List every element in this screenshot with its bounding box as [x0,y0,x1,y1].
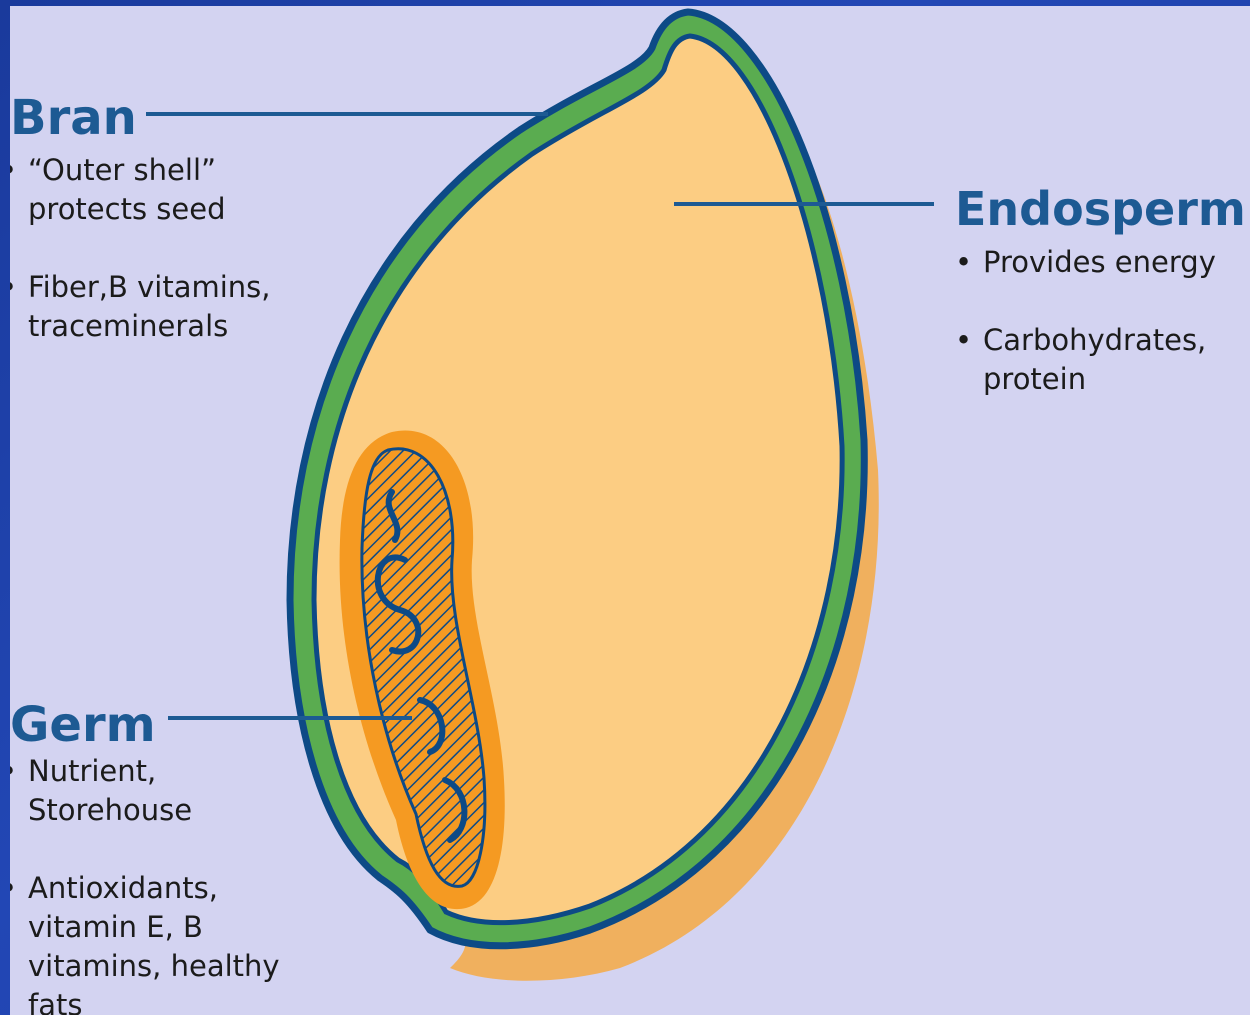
germ-bullet-2: Antioxidants, vitamin E, B vitamins, hea… [10,869,300,1015]
germ-heading: Germ [10,701,156,749]
endosperm-bullet-1: Provides energy [955,243,1250,282]
endosperm-heading: Endosperm [955,186,1246,232]
bran-bullet-2: Fiber,B vitamins, traceminerals [10,268,300,346]
bran-bullet-1: “Outer shell” protects seed [10,151,300,229]
bran-heading: Bran [10,94,137,142]
bran-bullet-list: “Outer shell” protects seed Fiber,B vita… [10,151,300,385]
germ-bullet-list: Nutrient, Storehouse Antioxidants, vitam… [10,752,300,1015]
endosperm-bullet-list: Provides energy Carbohydrates, protein [955,243,1250,438]
endosperm-bullet-2: Carbohydrates, protein [955,321,1250,399]
diagram-panel: Bran “Outer shell” protects seed Fiber,B… [10,6,1250,1015]
germ-bullet-1: Nutrient, Storehouse [10,752,300,830]
